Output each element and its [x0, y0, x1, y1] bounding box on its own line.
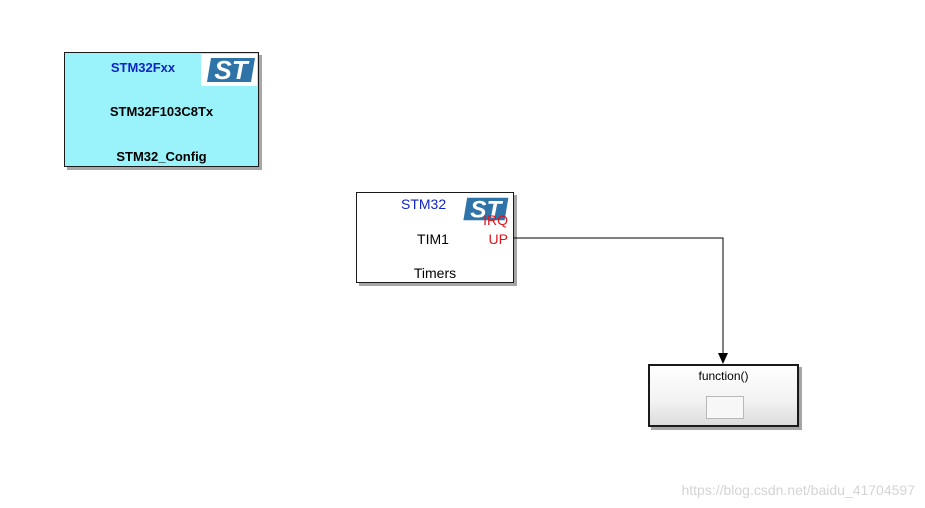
- st-logo-icon: ST: [207, 55, 255, 85]
- brand-label: STM32: [401, 196, 447, 212]
- peripheral-label: TIM1: [417, 231, 449, 247]
- irq-port-label: IRQ: [483, 212, 508, 228]
- family-label: STM32Fxx: [110, 60, 176, 75]
- logo-background: ST: [201, 54, 257, 86]
- category-label: Timers: [413, 265, 457, 281]
- function-call-subsystem-block[interactable]: function(): [648, 364, 799, 427]
- watermark-text: https://blog.csdn.net/baidu_41704597: [681, 482, 915, 498]
- up-port-label: UP: [488, 231, 508, 247]
- svg-text:ST: ST: [214, 55, 249, 85]
- signal-arrowhead: [718, 353, 728, 364]
- st-logo-icon: ST: [463, 196, 509, 223]
- block-name-label: STM32_Config: [116, 149, 207, 164]
- stm32-config-block[interactable]: ST STM32Fxx STM32F103C8Tx STM32_Config: [64, 52, 259, 167]
- svg-text:ST: ST: [470, 196, 503, 223]
- signal-line[interactable]: [514, 237, 724, 358]
- subsystem-icon: [706, 396, 744, 419]
- device-label: STM32F103C8Tx: [109, 104, 214, 119]
- trigger-label: function(): [698, 369, 749, 383]
- stm32-timer-block[interactable]: ST STM32 IRQ TIM1 UP Timers: [356, 192, 514, 283]
